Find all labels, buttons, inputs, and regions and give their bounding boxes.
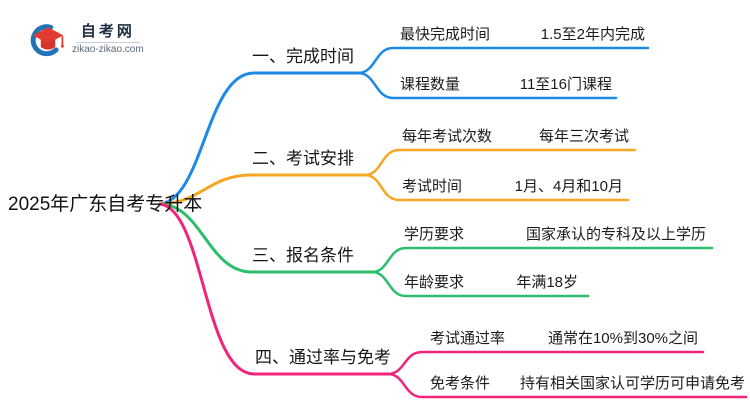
branch-3-child-2-value: 年满18岁	[516, 274, 578, 291]
branch-4-label: 四、通过率与免考	[255, 348, 391, 367]
branch-1-child-2-label: 课程数量	[400, 76, 461, 93]
branch-4-child-2-value: 持有相关国家认可学历可申请免考	[519, 375, 745, 392]
branch-3-child-1-value: 国家承认的专科及以上学历	[525, 226, 706, 243]
branch-2-child-1-line	[363, 148, 637, 177]
branch-3-child-2-label: 年龄要求	[404, 274, 465, 291]
branch-4-line	[158, 202, 390, 376]
branch-4-child-1-label: 考试通过率	[430, 330, 506, 347]
branch-2-child-2-label: 考试时间	[402, 178, 463, 195]
branch-2-child-1-value: 每年三次考试	[538, 128, 629, 145]
branch-1-child-2-line	[356, 71, 618, 100]
branch-1-child-2-value: 11至16门课程	[519, 76, 612, 93]
site-logo: 自考网 zikao-zikao.com	[30, 21, 144, 57]
branch-2-child-1-label: 每年考试次数	[402, 128, 493, 145]
branch-1-line	[158, 71, 360, 206]
branch-4-child-2-label: 免考条件	[430, 375, 491, 392]
branch-3-child-1-label: 学历要求	[404, 226, 465, 243]
branch-3-child-1-line	[370, 246, 714, 274]
branch-4-child-1-line	[386, 350, 705, 376]
branch-1-label: 一、完成时间	[252, 47, 354, 66]
graduation-cap-icon	[30, 24, 64, 57]
logo-domain: zikao-zikao.com	[72, 43, 144, 55]
branch-3-line	[158, 202, 374, 274]
branch-2-line	[158, 173, 367, 206]
root-node: 2025年广东自考专升本	[8, 194, 203, 215]
branch-4-child-1-value: 通常在10%到30%之间	[547, 330, 698, 347]
branch-1-child-1-value: 1.5至2年内完成	[540, 26, 645, 43]
branch-2-child-2-line	[363, 173, 630, 202]
logo-title: 自考网	[80, 22, 135, 40]
logo-divider	[75, 41, 140, 43]
branch-3-child-2-line	[370, 270, 590, 298]
branch-2-child-2-value: 1月、4月和10月	[514, 178, 623, 195]
branch-2-label: 二、考试安排	[252, 149, 354, 168]
branch-4-child-2-line	[386, 372, 748, 399]
branch-1-child-1-label: 最快完成时间	[400, 26, 491, 43]
logo-text-block: 自考网 zikao-zikao.com	[72, 23, 144, 56]
branch-1-child-1-line	[356, 46, 650, 75]
branch-3-label: 三、报名条件	[252, 246, 354, 265]
